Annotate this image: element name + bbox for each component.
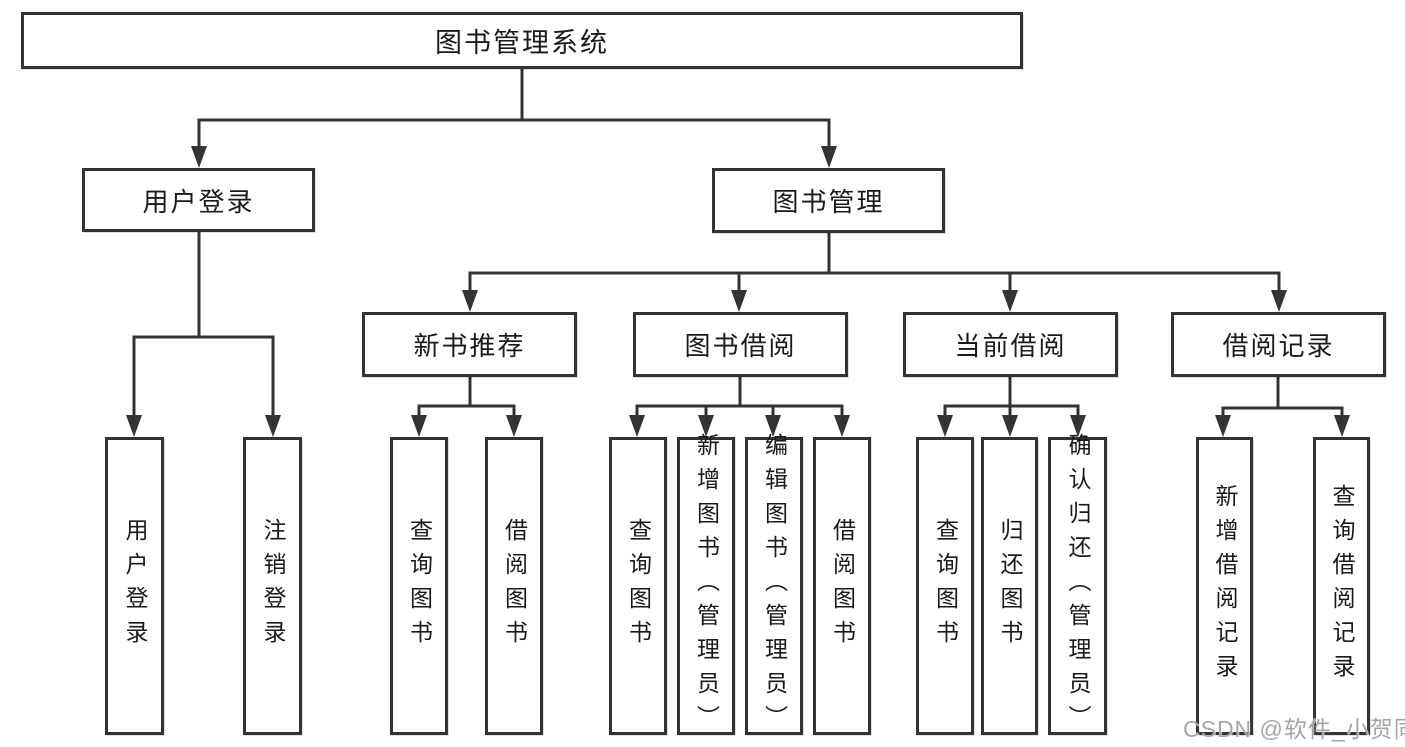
edge-bookborrow-to-leaves — [635, 377, 844, 420]
node-current-borrow: 当前借阅 — [903, 312, 1118, 377]
node-book-mgmt: 图书管理 — [712, 168, 945, 233]
leaf-user-login: 用户登录 — [105, 437, 164, 735]
edge-newbookrec-to-leaves — [417, 377, 516, 420]
leaf-newrec-query-books: 查询图书 — [390, 437, 448, 735]
edge-userlogin-to-leaves — [132, 232, 275, 420]
leaf-newrec-borrow-books: 借阅图书 — [485, 437, 543, 735]
leaf-records-query-record: 查询借阅记录 — [1313, 437, 1370, 735]
edge-borrowrecords-to-leaves — [1221, 377, 1344, 420]
csdn-watermark: CSDN @软件_小贺同学 — [1183, 716, 1405, 742]
leaf-borrow-add-books-admin: 新增图书（管理员） — [677, 433, 735, 739]
leaf-borrow-query-books: 查询图书 — [609, 437, 667, 735]
leaf-current-confirm-return-admin: 确认归还（管理员） — [1048, 433, 1107, 739]
edge-root-to-level2 — [197, 69, 831, 150]
edge-currentborrow-to-leaves — [943, 377, 1080, 420]
node-new-book-rec: 新书推荐 — [362, 312, 577, 377]
node-borrow-records: 借阅记录 — [1171, 312, 1386, 377]
leaf-current-return-books: 归还图书 — [981, 437, 1038, 735]
node-root: 图书管理系统 — [21, 12, 1023, 69]
arrowheads — [126, 146, 1350, 437]
leaf-current-query-books: 查询图书 — [916, 437, 974, 735]
leaf-logout: 注销登录 — [243, 437, 302, 735]
node-book-borrow: 图书借阅 — [633, 312, 848, 377]
edge-bookmgmt-to-level3 — [468, 233, 1281, 295]
node-user-login: 用户登录 — [82, 168, 315, 232]
leaf-borrow-borrow-books: 借阅图书 — [813, 437, 871, 735]
leaf-records-add-record: 新增借阅记录 — [1196, 437, 1253, 735]
leaf-borrow-edit-books-admin: 编辑图书（管理员） — [745, 433, 803, 739]
